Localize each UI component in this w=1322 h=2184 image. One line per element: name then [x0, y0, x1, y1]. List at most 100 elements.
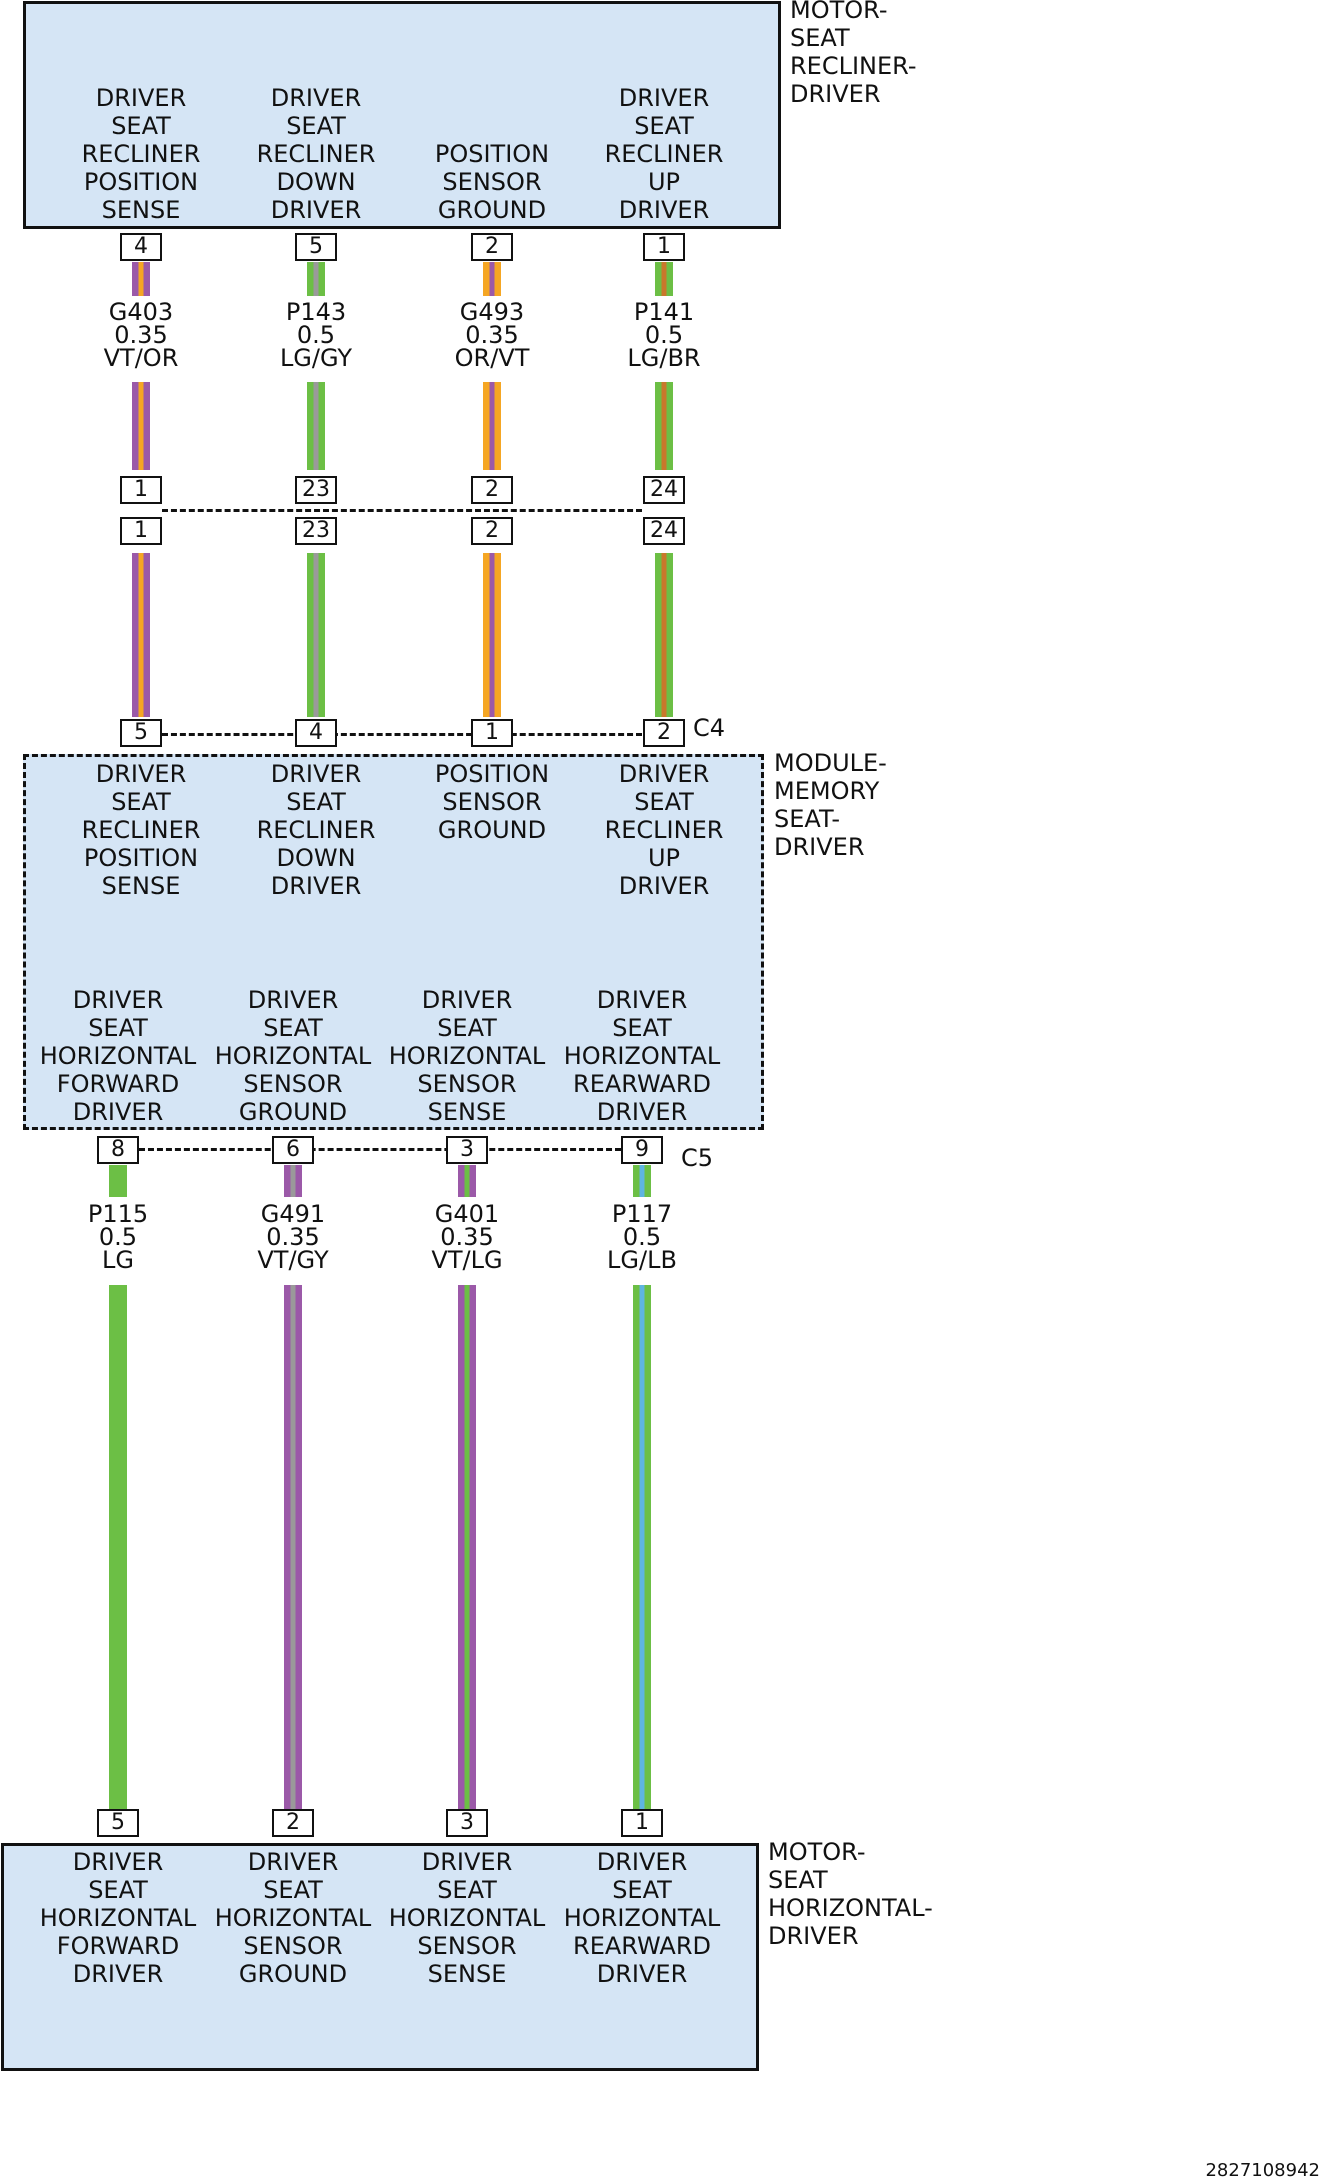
wire-segment	[458, 1165, 476, 1197]
wire-segment	[655, 382, 673, 470]
inline-connector-dashed-line	[162, 509, 642, 512]
memory-module-name: MODULE- MEMORY SEAT- DRIVER	[774, 749, 887, 861]
wire-circuit: P117	[611, 1200, 673, 1228]
horizontal-motor-function: DRIVER SEAT HORIZONTAL REARWARD DRIVER	[563, 1848, 721, 1988]
wire-segment	[483, 262, 501, 296]
memory-module-function: DRIVER SEAT HORIZONTAL REARWARD DRIVER	[563, 986, 721, 1126]
wire-gauge: 0.35	[114, 321, 168, 349]
wire-circuit: G493	[459, 298, 525, 326]
wire-color: LG	[102, 1246, 134, 1274]
inline-connector-pin: 1	[120, 517, 162, 545]
wire-segment	[655, 262, 673, 296]
inline-connector-pin: 2	[471, 517, 513, 545]
wire-circuit: G403	[108, 298, 174, 326]
lower-wire-label: G401 0.35 VT/LG	[431, 1200, 503, 1274]
wire-segment	[655, 553, 673, 717]
recliner-motor-pin: 1	[643, 233, 685, 261]
wire-circuit: P143	[285, 298, 347, 326]
memory-module-function: DRIVER SEAT HORIZONTAL SENSOR SENSE	[388, 986, 546, 1126]
recliner-motor-function: DRIVER SEAT RECLINER UP DRIVER	[604, 84, 724, 224]
wire-color: VT/LG	[431, 1246, 503, 1274]
wire-gauge: 0.5	[98, 1223, 138, 1251]
inline-connector-pin: 24	[643, 517, 685, 545]
horizontal-motor-pin: 2	[272, 1809, 314, 1837]
horizontal-motor-pin: 5	[97, 1809, 139, 1837]
wire-segment	[458, 1285, 476, 1809]
recliner-motor-name: MOTOR- SEAT RECLINER- DRIVER	[790, 0, 917, 108]
wire-segment	[132, 382, 150, 470]
memory-module-function: DRIVER SEAT RECLINER DOWN DRIVER	[256, 760, 376, 900]
c4-pin: 4	[295, 719, 337, 747]
wire-segment	[633, 1285, 651, 1809]
wire-circuit: G401	[434, 1200, 500, 1228]
lower-wire-label: P117 0.5 LG/LB	[607, 1200, 677, 1274]
wire-segment	[307, 262, 325, 296]
wire-color: LG/LB	[607, 1246, 677, 1274]
wire-gauge: 0.35	[465, 321, 519, 349]
c5-pin: 9	[621, 1136, 663, 1164]
wire-circuit: P115	[87, 1200, 149, 1228]
inline-connector-pin: 1	[120, 476, 162, 504]
recliner-motor-box	[23, 1, 781, 229]
horizontal-motor-name: MOTOR- SEAT HORIZONTAL- DRIVER	[768, 1838, 933, 1950]
inline-connector-pin: 2	[471, 476, 513, 504]
memory-module-function: DRIVER SEAT HORIZONTAL SENSOR GROUND	[214, 986, 372, 1126]
wire-gauge: 0.5	[296, 321, 336, 349]
recliner-motor-function: DRIVER SEAT RECLINER DOWN DRIVER	[256, 84, 376, 224]
recliner-motor-pin: 5	[295, 233, 337, 261]
diagram-id: 2827108942	[1205, 2160, 1320, 2181]
recliner-motor-function: POSITION SENSOR GROUND	[434, 140, 550, 224]
wire-segment	[483, 553, 501, 717]
upper-wire-label: P141 0.5 LG/BR	[627, 298, 701, 372]
wire-segment	[307, 382, 325, 470]
wire-color: LG/BR	[627, 344, 701, 372]
c5-pin: 8	[97, 1136, 139, 1164]
c4-pin: 5	[120, 719, 162, 747]
c4-connector-label: C4	[693, 714, 726, 742]
wire-segment	[284, 1165, 302, 1197]
memory-module-function: POSITION SENSOR GROUND	[434, 760, 550, 844]
c5-pin: 3	[446, 1136, 488, 1164]
c5-pin: 6	[272, 1136, 314, 1164]
inline-connector-pin: 23	[295, 476, 337, 504]
wire-color: VT/OR	[103, 344, 179, 372]
wire-circuit: P141	[633, 298, 695, 326]
memory-module-function: DRIVER SEAT RECLINER POSITION SENSE	[81, 760, 201, 900]
wire-color: LG/GY	[279, 344, 353, 372]
wire-segment	[633, 1165, 651, 1197]
wire-segment	[284, 1285, 302, 1809]
wire-segment	[483, 382, 501, 470]
wire-gauge: 0.35	[440, 1223, 494, 1251]
wire-segment	[307, 553, 325, 717]
c4-pin: 1	[471, 719, 513, 747]
recliner-motor-pin: 4	[120, 233, 162, 261]
lower-wire-label: P115 0.5 LG	[87, 1200, 149, 1274]
c4-pin: 2	[643, 719, 685, 747]
wire-gauge: 0.35	[266, 1223, 320, 1251]
horizontal-motor-pin: 1	[621, 1809, 663, 1837]
wire-segment	[109, 1285, 127, 1809]
c5-connector-label: C5	[681, 1144, 714, 1172]
inline-connector-pin: 23	[295, 517, 337, 545]
horizontal-motor-function: DRIVER SEAT HORIZONTAL FORWARD DRIVER	[39, 1848, 197, 1988]
memory-module-box	[23, 754, 764, 1130]
c5-connector-dashed-line	[139, 1148, 621, 1151]
wire-segment	[132, 262, 150, 296]
recliner-motor-function: DRIVER SEAT RECLINER POSITION SENSE	[81, 84, 201, 224]
wire-color: VT/GY	[257, 1246, 329, 1274]
c4-connector-dashed-line	[162, 733, 642, 736]
horizontal-motor-function: DRIVER SEAT HORIZONTAL SENSOR SENSE	[388, 1848, 546, 1988]
wire-color: OR/VT	[454, 344, 530, 372]
wire-gauge: 0.5	[644, 321, 684, 349]
horizontal-motor-function: DRIVER SEAT HORIZONTAL SENSOR GROUND	[214, 1848, 372, 1988]
horizontal-motor-pin: 3	[446, 1809, 488, 1837]
recliner-motor-pin: 2	[471, 233, 513, 261]
wire-segment	[109, 1165, 127, 1197]
upper-wire-label: G403 0.35 VT/OR	[103, 298, 179, 372]
horizontal-motor-box	[1, 1843, 759, 2071]
inline-connector-pin: 24	[643, 476, 685, 504]
wire-segment	[132, 553, 150, 717]
wire-circuit: G491	[260, 1200, 326, 1228]
lower-wire-label: G491 0.35 VT/GY	[257, 1200, 329, 1274]
memory-module-function: DRIVER SEAT RECLINER UP DRIVER	[604, 760, 724, 900]
